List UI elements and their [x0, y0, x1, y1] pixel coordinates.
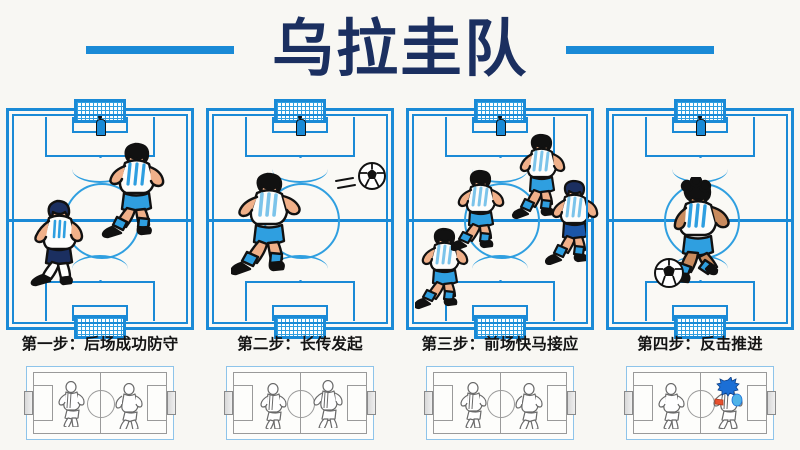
goal-bottom — [274, 315, 326, 339]
player-opponent — [27, 195, 91, 292]
mini-diagram-row — [0, 360, 800, 446]
mini-diagram-3[interactable] — [400, 360, 600, 446]
mini-penalty-area-left — [433, 385, 453, 421]
mini-diagram-2[interactable] — [200, 360, 400, 446]
mini-penalty-area-right — [147, 385, 167, 421]
panel-step-2[interactable] — [200, 99, 400, 339]
mini-player-figure — [115, 382, 143, 434]
title-rule-right — [566, 46, 714, 54]
goalkeeper-icon — [696, 115, 706, 136]
motion-lines — [335, 176, 361, 199]
goal-bottom — [74, 315, 126, 339]
page-header: 乌拉圭队 — [0, 0, 800, 100]
panel-step-4[interactable] — [600, 99, 800, 339]
goal-top — [474, 99, 526, 123]
page-title: 乌拉圭队 — [271, 15, 528, 84]
penalty-arc-bottom — [72, 255, 128, 283]
mini-pitch — [224, 366, 376, 440]
soccer-ball — [357, 161, 387, 196]
mini-pitch — [24, 366, 176, 440]
mini-penalty-area-right — [747, 385, 767, 421]
mini-player-figure — [657, 382, 685, 434]
penalty-arc-bottom — [272, 255, 328, 283]
mini-player-figure — [459, 381, 487, 433]
penalty-arc-top — [472, 155, 528, 183]
goal-area-bottom — [472, 305, 528, 321]
pitch-diagram-2 — [206, 99, 394, 339]
penalty-arc-top — [72, 155, 128, 183]
mini-player-figure — [259, 382, 287, 434]
mini-goal-left — [224, 391, 233, 415]
mini-center-circle — [487, 390, 515, 418]
caption-step-4: 第四步：反击推进 — [637, 336, 763, 353]
mini-penalty-area-right — [347, 385, 367, 421]
mini-penalty-area-left — [233, 385, 253, 421]
mini-goal-left — [24, 391, 33, 415]
mini-goal-right — [567, 391, 576, 415]
mini-penalty-area-right — [547, 385, 567, 421]
mini-penalty-area-left — [33, 385, 53, 421]
player-uruguay — [511, 131, 573, 226]
mini-player-figure-highlighted — [711, 376, 745, 434]
mini-diagram-4[interactable] — [600, 360, 800, 446]
panel-row — [0, 99, 800, 339]
player-uruguay — [101, 139, 171, 244]
mini-player-figure — [313, 379, 343, 433]
mini-player-figure — [57, 380, 85, 432]
mini-pitch — [424, 366, 576, 440]
pitch-diagram-4 — [606, 99, 794, 339]
goalkeeper-icon — [296, 115, 306, 136]
penalty-arc-bottom — [472, 255, 528, 283]
penalty-arc-top — [272, 155, 328, 183]
mini-goal-right — [367, 391, 376, 415]
goal-area-bottom — [72, 305, 128, 321]
caption-step-2: 第二步：长传发起 — [237, 336, 363, 353]
mini-goal-right — [767, 391, 776, 415]
player-uruguay — [229, 169, 311, 282]
goalkeeper-icon — [96, 115, 106, 136]
mini-player-figure — [515, 382, 543, 434]
goal-area-bottom — [672, 305, 728, 321]
goal-top — [674, 99, 726, 123]
panel-step-1[interactable] — [0, 99, 200, 339]
player-uruguay — [544, 177, 605, 270]
caption-step-1: 第一步：后场成功防守 — [21, 336, 179, 353]
mini-goal-left — [424, 391, 433, 415]
pitch-diagram-3 — [406, 99, 599, 339]
panel-step-3[interactable] — [400, 99, 600, 339]
goal-area-bottom — [272, 305, 328, 321]
mini-center-circle — [287, 390, 315, 418]
mini-diagram-1[interactable] — [0, 360, 200, 446]
mini-penalty-area-left — [633, 385, 653, 421]
mini-pitch — [624, 366, 776, 440]
mini-goal-right — [167, 391, 176, 415]
pitch-diagram-1 — [6, 99, 194, 339]
caption-step-3: 第三步：前场快马接应 — [421, 336, 579, 353]
title-rule-left — [85, 46, 234, 54]
mini-goal-left — [624, 391, 633, 415]
highlight-accent — [714, 376, 743, 407]
goal-bottom — [474, 315, 526, 339]
mini-center-circle — [87, 390, 115, 418]
goal-bottom — [674, 315, 726, 339]
caption-row: 第一步：后场成功防守 第二步：长传发起 第三步：前场快马接应 第四步：反击推进 — [0, 332, 800, 358]
goalkeeper-icon — [496, 115, 506, 136]
soccer-ball — [653, 257, 685, 294]
player-uruguay — [449, 167, 511, 258]
